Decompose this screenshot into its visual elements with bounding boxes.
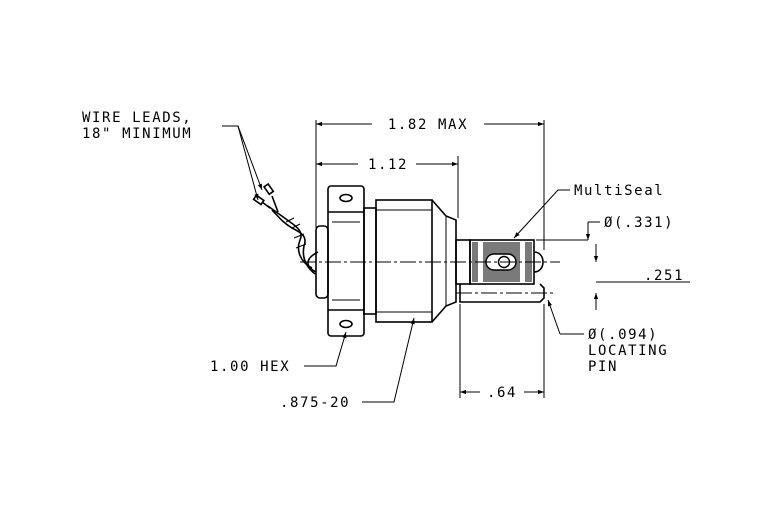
label-connector-diameter: Ø(.331) bbox=[604, 215, 674, 231]
label-locating: LOCATING bbox=[588, 343, 668, 359]
label-pin-diameter: Ø(.094) bbox=[588, 327, 658, 343]
wire-leads bbox=[252, 182, 319, 275]
leader-multiseal bbox=[513, 189, 570, 239]
leader-hex bbox=[304, 331, 347, 367]
dim-body-length bbox=[316, 156, 459, 218]
dim-connector-diameter bbox=[536, 221, 600, 241]
leader-locating-pin bbox=[547, 299, 561, 335]
label-multiseal: MultiSeal bbox=[574, 183, 664, 199]
hex-nut bbox=[315, 185, 365, 337]
label-hex-size: 1.00 HEX bbox=[210, 359, 290, 375]
threaded-body bbox=[363, 199, 471, 323]
label-wire-leads: WIRE LEADS, bbox=[82, 110, 192, 126]
leader-thread bbox=[362, 317, 415, 403]
dim-pin-length bbox=[459, 304, 545, 398]
dim-overall-length bbox=[315, 120, 545, 250]
label-overall-length: 1.82 MAX bbox=[388, 117, 468, 133]
label-pin-length: .64 bbox=[487, 385, 517, 401]
dim-pin-offset bbox=[593, 244, 690, 310]
label-thread: .875-20 bbox=[280, 395, 350, 411]
label-body-length: 1.12 bbox=[368, 157, 408, 173]
leader-wire-leads-b bbox=[237, 125, 259, 201]
label-pin-offset: .251 bbox=[644, 268, 684, 284]
leader-wire-leads-a bbox=[222, 125, 263, 191]
locating-pin bbox=[459, 283, 545, 303]
label-pin: PIN bbox=[588, 359, 618, 375]
label-wire-minimum: 18" MINIMUM bbox=[82, 126, 192, 142]
